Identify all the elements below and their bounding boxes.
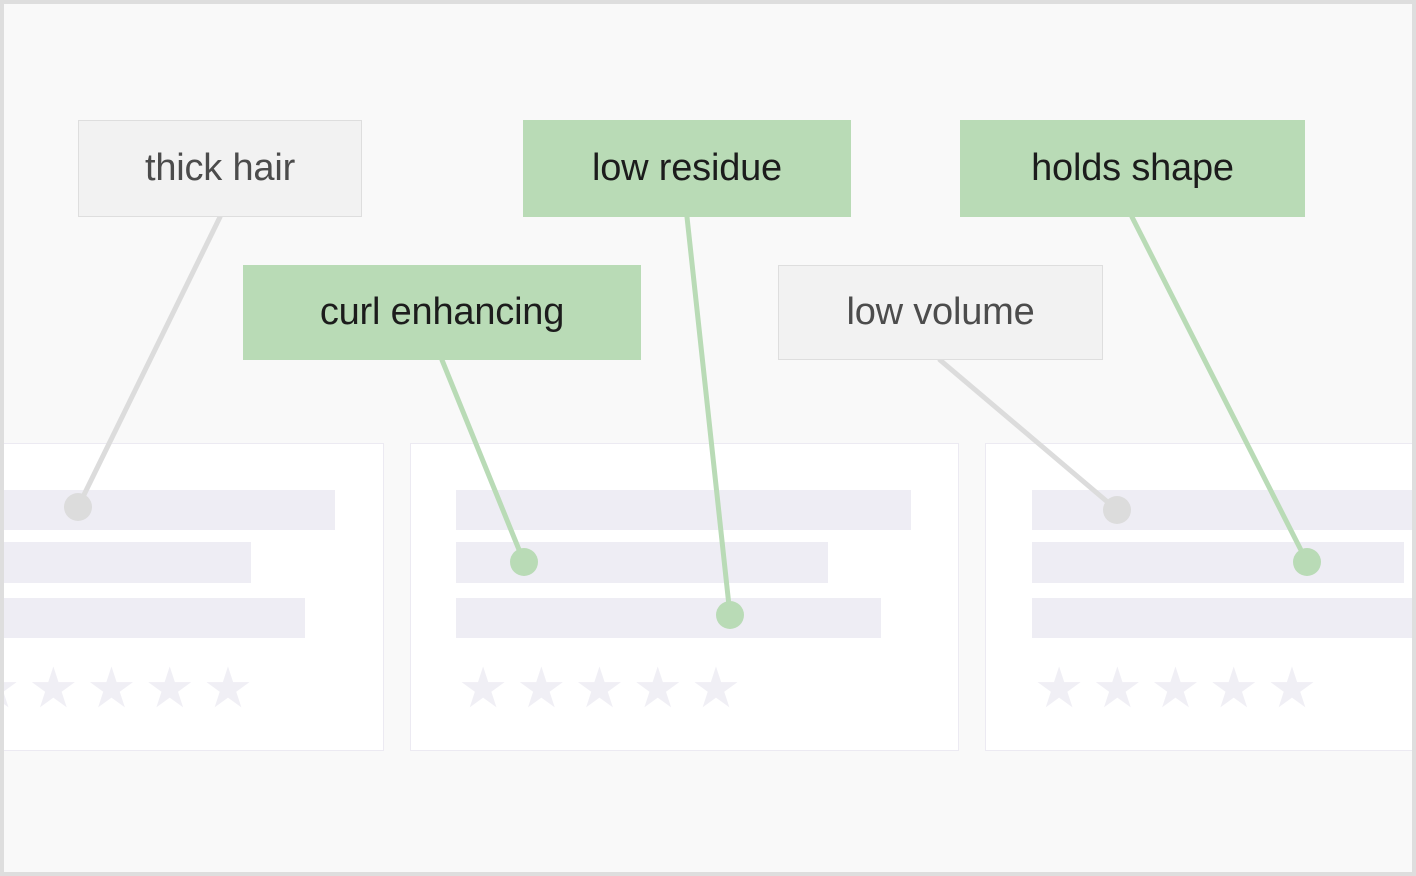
card-text-placeholder-bar	[456, 490, 911, 530]
attribute-label-text: thick hair	[144, 147, 296, 189]
card-text-placeholder-bar	[1032, 598, 1412, 638]
star-icon: ★	[516, 656, 567, 719]
card-text-placeholder-bar	[456, 542, 828, 583]
star-icon: ★	[1208, 656, 1259, 719]
attribute-label-thick-hair[interactable]: thick hair	[78, 120, 362, 217]
attribute-label-text: holds shape	[1031, 147, 1234, 189]
star-icon: ★	[574, 656, 625, 719]
attribute-label-text: curl enhancing	[319, 291, 565, 333]
attribute-label-text: low volume	[846, 291, 1035, 333]
star-icon: ★	[1150, 656, 1201, 719]
card-text-placeholder-bar	[4, 598, 305, 638]
attribute-label-text: low residue	[591, 147, 782, 189]
star-icon: ★	[1034, 656, 1085, 719]
card-rating-stars: ★★★★★	[1034, 660, 1317, 716]
star-icon: ★	[690, 656, 742, 719]
attribute-label-low-residue[interactable]: low residue	[523, 120, 851, 217]
star-icon: ★	[1092, 656, 1143, 719]
star-icon: ★	[202, 656, 254, 719]
star-icon: ★	[4, 660, 20, 716]
card-text-placeholder-bar	[4, 542, 251, 583]
card-text-placeholder-bar	[456, 598, 881, 638]
attribute-label-low-volume[interactable]: low volume	[778, 265, 1103, 360]
star-icon: ★	[144, 656, 195, 719]
star-icon: ★	[632, 656, 683, 719]
card-rating-stars: ★★★★★	[4, 656, 254, 719]
star-icon: ★	[1266, 656, 1318, 719]
star-icon: ★	[458, 656, 509, 719]
card-text-placeholder-bar	[1032, 490, 1412, 530]
star-icon: ★	[28, 656, 79, 719]
card-text-placeholder-bar	[4, 490, 335, 530]
star-icon: ★	[86, 656, 137, 719]
attribute-label-holds-shape[interactable]: holds shape	[960, 120, 1305, 217]
card-rating-stars: ★★★★★	[458, 660, 741, 716]
attribute-label-curl-enhancing[interactable]: curl enhancing	[243, 265, 641, 360]
card-text-placeholder-bar	[1032, 542, 1404, 583]
